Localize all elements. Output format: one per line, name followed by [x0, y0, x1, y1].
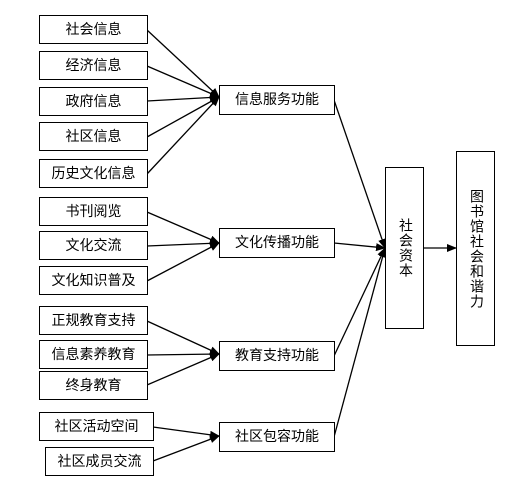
source-box-shukan-yuelan: 书刊阅览 [39, 197, 148, 226]
arrow-culture-capital [333, 242, 386, 252]
source-box-zhengfu-xinxi: 政府信息 [39, 87, 148, 116]
arrow-zhongshen-edu [146, 353, 220, 386]
arrow-suyang-edu [146, 350, 220, 359]
arrow-edu-capital [333, 247, 386, 357]
arrow-zhishi-culture [146, 242, 220, 282]
arrow-zhengfu-info [146, 93, 220, 102]
arrow-wenhuajiaoliu-culture [146, 239, 220, 248]
source-box-shequ-chengyuan: 社区成员交流 [45, 447, 154, 476]
source-box-lishi-wenhua-xinxi: 历史文化信息 [39, 159, 148, 188]
social-capital-box: 社会资本 [385, 167, 424, 329]
arrow-shukan-culture [146, 211, 220, 244]
arrow-shehui-info [146, 29, 220, 98]
source-box-zhongshen-jiaoyu: 终身教育 [39, 371, 148, 400]
source-box-zhenggui-jiaoyu: 正规教育支持 [39, 306, 148, 335]
function-box-culture-spread: 文化传播功能 [219, 228, 335, 258]
source-box-jingji-xinxi: 经济信息 [39, 51, 148, 80]
arrow-chengyuan-community [152, 435, 220, 462]
arrow-jingji-info [146, 65, 220, 98]
arrow-huodong-community [152, 426, 220, 439]
function-box-info-service: 信息服务功能 [219, 85, 335, 115]
arrow-info-capital [333, 99, 386, 249]
function-box-education-support: 教育支持功能 [219, 341, 335, 371]
source-box-xinxi-suyang: 信息素养教育 [39, 340, 148, 369]
social-capital-label: 社会资本 [397, 218, 413, 278]
harmony-force-label: 图书馆社会和谐力 [468, 188, 484, 309]
source-box-wenhua-jiaoliu: 文化交流 [39, 231, 148, 260]
source-box-shehui-xinxi: 社会信息 [39, 15, 148, 44]
arrow-community-capital [333, 247, 387, 438]
arrow-zhenggui-edu [146, 320, 220, 355]
source-box-shequ-xinxi: 社区信息 [39, 122, 148, 151]
arrow-shequ-info [146, 96, 220, 138]
harmony-force-box: 图书馆社会和谐力 [456, 151, 495, 346]
function-box-community-inclusion: 社区包容功能 [219, 422, 335, 452]
arrow-lishi-info [146, 96, 220, 175]
source-box-wenhua-zhishi-puji: 文化知识普及 [39, 266, 148, 295]
source-box-shequ-huodong: 社区活动空间 [39, 412, 154, 441]
